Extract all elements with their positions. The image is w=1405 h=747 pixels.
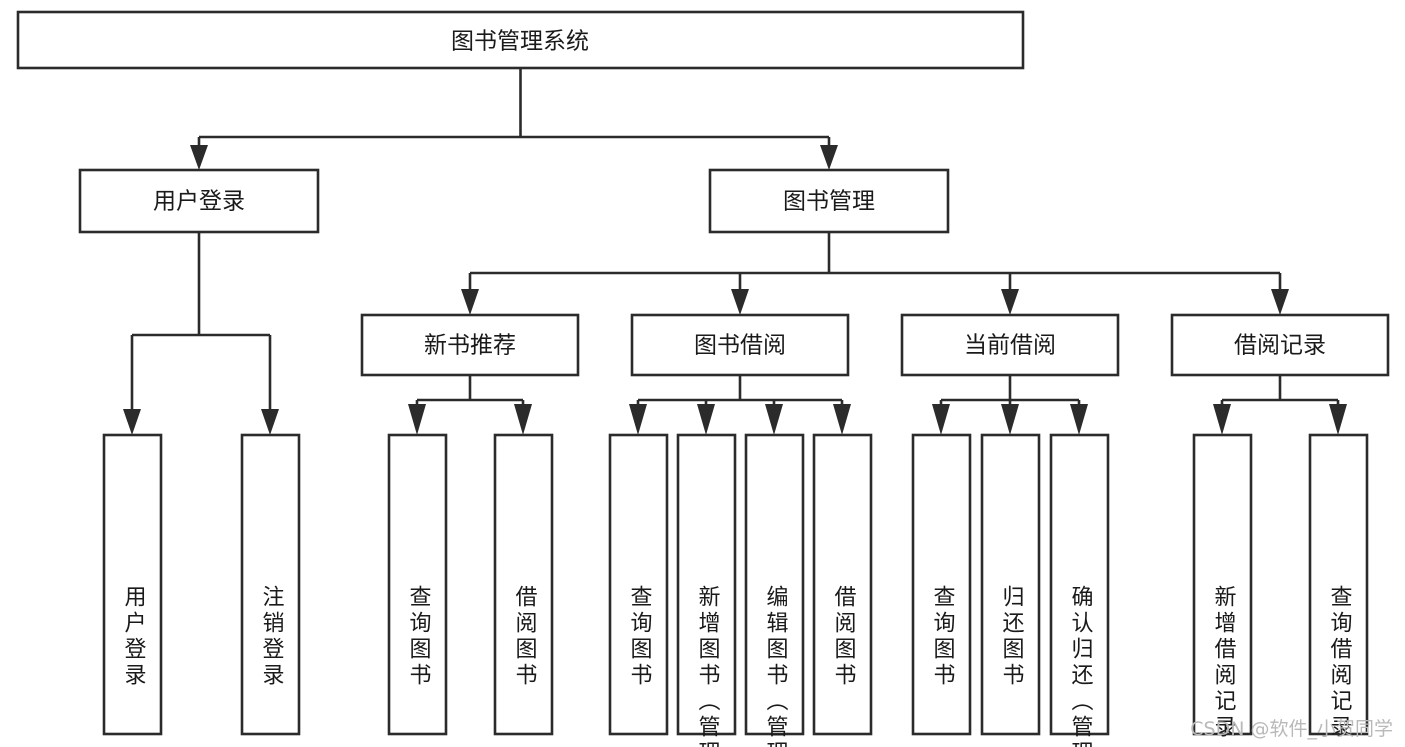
arrow-new-book-recommend (461, 289, 479, 315)
leaf-node[interactable]: 确认归还（管理员） (1049, 433, 1110, 747)
root-label: 图书管理系统 (451, 29, 589, 55)
leaf-label-current-return: 归还图书 (999, 585, 1025, 689)
leaf-box-record-query[interactable] (1308, 433, 1369, 736)
node-book-borrow[interactable]: 图书借阅 (630, 313, 850, 377)
node-current-borrow[interactable]: 当前借阅 (900, 313, 1120, 377)
arrow-book-manage (820, 145, 838, 170)
leaf-box-user-login[interactable] (102, 433, 163, 736)
leaf-label-borrow-edit: 编辑图书（管理员） (763, 585, 789, 747)
leaf-box-current-return[interactable] (980, 433, 1041, 736)
node-borrow-record[interactable]: 借阅记录 (1170, 313, 1390, 377)
leaf-box-record-add[interactable] (1192, 433, 1253, 736)
leaf-node[interactable]: 归还图书 (980, 433, 1041, 736)
leaf-box-borrow-add[interactable] (676, 433, 737, 736)
leaf-node[interactable]: 查询图书 (387, 433, 448, 736)
connectors-borrowrecord-to-leaves (1213, 375, 1347, 435)
arrow-newbook-leaf1 (408, 404, 426, 435)
leaf-label-user-login: 用户登录 (121, 585, 147, 689)
leaf-box-borrow-query[interactable] (608, 433, 669, 736)
book-borrow-label: 图书借阅 (694, 333, 786, 359)
connectors-bookmanage-to-level3 (461, 232, 1289, 315)
leaf-box-newbook-query[interactable] (387, 433, 448, 736)
arrow-currentborrow-leaf2 (1001, 404, 1019, 435)
arrow-currentborrow-leaf1 (932, 404, 950, 435)
book-manage-box[interactable] (708, 168, 950, 234)
leaf-box-logout[interactable] (240, 433, 301, 736)
current-borrow-box[interactable] (900, 313, 1120, 377)
connectors-bookborrow-to-leaves (629, 375, 851, 435)
leaf-label-borrow-lend: 借阅图书 (831, 585, 857, 689)
leaf-node[interactable]: 注销登录 (240, 433, 301, 736)
leaf-label-current-confirm: 确认归还（管理员） (1068, 585, 1094, 747)
leaf-node[interactable]: 用户登录 (102, 433, 163, 736)
borrow-record-box[interactable] (1170, 313, 1390, 377)
leaf-node[interactable]: 借阅图书 (493, 433, 554, 736)
arrow-currentborrow-leaf3 (1070, 404, 1088, 435)
connectors-userlogin-to-leaves (123, 232, 279, 435)
arrow-bookborrow-leaf4 (833, 404, 851, 435)
arrow-newbook-leaf2 (514, 404, 532, 435)
leaf-label-borrow-add: 新增图书（管理员） (695, 585, 721, 747)
leaf-box-borrow-edit[interactable] (744, 433, 805, 736)
leaf-box-current-confirm[interactable] (1049, 433, 1110, 736)
arrow-bookborrow-leaf1 (629, 404, 647, 435)
new-book-recommend-box[interactable] (360, 313, 580, 377)
arrow-borrowrecord-leaf2 (1329, 404, 1347, 435)
connectors-newbook-to-leaves (408, 375, 532, 435)
node-new-book-recommend[interactable]: 新书推荐 (360, 313, 580, 377)
arrow-bookborrow-leaf2 (697, 404, 715, 435)
leaf-box-current-query[interactable] (911, 433, 972, 736)
current-borrow-label: 当前借阅 (964, 333, 1056, 359)
arrow-borrowrecord-leaf1 (1213, 404, 1231, 435)
leaf-label-record-query: 查询借阅记录 (1327, 585, 1353, 741)
leaf-label-current-query: 查询图书 (930, 585, 956, 689)
leaf-node[interactable]: 查询图书 (608, 433, 669, 736)
new-book-recommend-label: 新书推荐 (424, 333, 516, 359)
connectors-currentborrow-to-leaves (932, 375, 1088, 435)
arrow-book-borrow (731, 289, 749, 315)
leaf-node[interactable]: 查询借阅记录 (1308, 433, 1369, 741)
arrow-user-login (190, 145, 208, 170)
leaf-label-newbook-query: 查询图书 (406, 585, 432, 689)
borrow-record-label: 借阅记录 (1234, 333, 1326, 359)
node-root-system[interactable]: 图书管理系统 (16, 10, 1025, 70)
user-login-box[interactable] (78, 168, 320, 234)
leaf-node[interactable]: 新增图书（管理员） (676, 433, 737, 747)
leaf-label-logout: 注销登录 (259, 585, 285, 689)
user-login-label: 用户登录 (153, 189, 245, 215)
leaf-label-newbook-borrow: 借阅图书 (512, 585, 538, 689)
leaf-box-newbook-borrow[interactable] (493, 433, 554, 736)
watermark: CSDN @软件_小贺同学 (1190, 718, 1393, 740)
leaf-label-borrow-query: 查询图书 (627, 585, 653, 689)
leaf-box-borrow-lend[interactable] (812, 433, 873, 736)
arrow-leaf-user-login (123, 409, 141, 435)
leaf-node[interactable]: 查询图书 (911, 433, 972, 736)
leaf-node[interactable]: 新增借阅记录 (1192, 433, 1253, 741)
arrow-leaf-logout (261, 409, 279, 435)
leaf-node[interactable]: 借阅图书 (812, 433, 873, 736)
root-box[interactable] (16, 10, 1025, 70)
leaf-node[interactable]: 编辑图书（管理员） (744, 433, 805, 747)
node-book-manage[interactable]: 图书管理 (708, 168, 950, 234)
connectors-root-to-level2 (190, 68, 838, 170)
arrow-borrow-record (1271, 289, 1289, 315)
arrow-current-borrow (1001, 289, 1019, 315)
leaf-label-record-add: 新增借阅记录 (1211, 585, 1237, 741)
book-manage-label: 图书管理 (783, 189, 875, 215)
book-borrow-box[interactable] (630, 313, 850, 377)
node-user-login[interactable]: 用户登录 (78, 168, 320, 234)
arrow-bookborrow-leaf3 (765, 404, 783, 435)
